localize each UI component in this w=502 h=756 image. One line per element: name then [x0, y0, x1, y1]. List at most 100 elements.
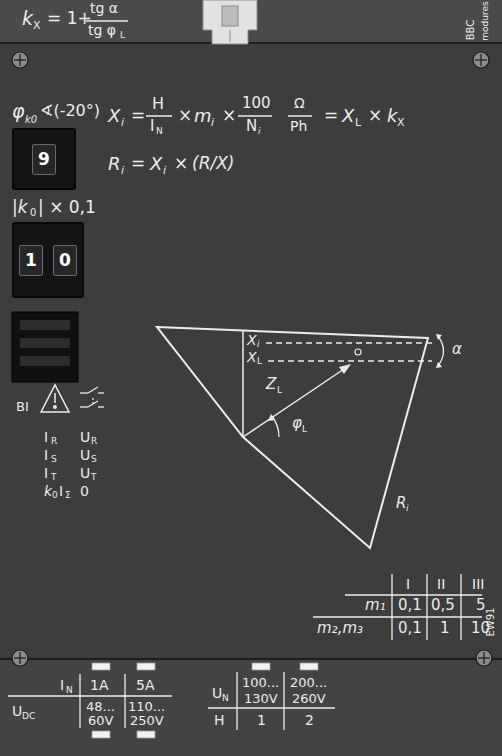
- formula-term: H: [152, 96, 164, 112]
- rotary-switch: 9: [12, 128, 76, 190]
- screw: [480, 54, 481, 66]
- terminal-label: 0: [52, 491, 58, 500]
- impedance-characteristic: [355, 349, 361, 355]
- formula-term: X: [108, 107, 120, 125]
- formula-term: i: [121, 165, 124, 176]
- terminal-label: R: [51, 437, 57, 446]
- terminal-block: [12, 312, 78, 382]
- rating-label: U: [212, 686, 222, 700]
- table-rule: [391, 574, 392, 640]
- terminal-label: U: [80, 448, 90, 462]
- front-panel: [0, 42, 502, 44]
- switch-label: 0: [30, 208, 36, 218]
- table-cell: I: [406, 577, 410, 591]
- plug-connector: [203, 0, 257, 44]
- terminal-label: R: [91, 437, 97, 446]
- diagram-label: φ: [292, 416, 302, 431]
- screw: [19, 652, 20, 664]
- table-rule: [313, 616, 482, 617]
- impedance-characteristic: [268, 414, 275, 421]
- formula-term: (R/X): [192, 155, 234, 172]
- terminal-label: T: [91, 473, 97, 482]
- formula-term: N: [246, 119, 257, 134]
- jumper: [92, 731, 110, 738]
- table-rule: [345, 594, 482, 595]
- terminal-label: I: [44, 430, 48, 444]
- jumper: [92, 663, 318, 738]
- formula-term: i: [211, 117, 214, 128]
- impedance-characteristic: [243, 369, 344, 437]
- contact-symbol: [88, 387, 98, 393]
- table-rule: [8, 695, 172, 696]
- fraction-bar: [86, 21, 312, 116]
- table-cell: 0,5: [431, 598, 455, 613]
- table-cell: 0,1: [398, 598, 422, 613]
- formula-term: k: [22, 9, 33, 28]
- rating-label: DC: [22, 712, 35, 721]
- screw: [19, 54, 20, 66]
- rating-label: U: [12, 704, 22, 718]
- rating-label: 250V: [130, 714, 164, 727]
- jumper: [300, 663, 318, 670]
- formula-term: =: [324, 107, 338, 124]
- table-cell: m₁: [365, 598, 386, 613]
- table-cell: III: [472, 577, 484, 591]
- table-cell: 5: [476, 598, 486, 613]
- impedance-characteristic: [268, 360, 432, 361]
- table-cell: II: [437, 577, 445, 591]
- fraction-bar: [86, 20, 128, 22]
- front-panel: [0, 660, 502, 756]
- contact-symbol: [98, 392, 104, 393]
- formula-term: X: [397, 117, 405, 128]
- rating-label: I: [60, 678, 64, 692]
- impedance-characteristic: [436, 334, 442, 340]
- table-rule: [460, 574, 461, 640]
- switch-label: ∢(-20°): [40, 103, 100, 119]
- terminal-label: U: [80, 466, 90, 480]
- formula-term: I: [150, 119, 154, 134]
- terminal-label: 0: [80, 484, 89, 498]
- formula-term: L: [355, 117, 361, 128]
- terminal-block: [20, 338, 70, 348]
- screw: [483, 652, 484, 664]
- terminal-block: [20, 320, 70, 330]
- contact-symbol: [80, 387, 104, 407]
- switch-digit: 1: [19, 245, 43, 276]
- impedance-characteristic: [242, 331, 244, 437]
- rating-label: 100...: [242, 676, 279, 689]
- formula-term: X: [342, 107, 354, 125]
- terminal-label: BI: [16, 400, 29, 413]
- impedance-characteristic: [436, 362, 442, 368]
- rating-label: 200...: [290, 676, 327, 689]
- front-panel: [0, 0, 502, 43]
- table-rule: [79, 674, 80, 728]
- brand-text: BBC: [466, 20, 476, 41]
- jumper: [92, 663, 110, 670]
- rotary-switch: 10: [12, 222, 84, 298]
- table-rule: [426, 574, 427, 640]
- front-panel: [0, 658, 502, 660]
- formula-term: Ph: [290, 119, 307, 133]
- diagram-label: α: [452, 342, 462, 357]
- plug-connector: [222, 6, 238, 26]
- terminal-label: I: [44, 448, 48, 462]
- diagram-label: L: [257, 357, 262, 366]
- contact-symbol: [98, 406, 104, 407]
- switch-label: φ: [12, 102, 25, 121]
- brand-text: modures: [481, 1, 490, 40]
- screw: [12, 52, 28, 68]
- rating-label: 130V: [244, 692, 278, 705]
- table-cell: 0,1: [398, 621, 422, 636]
- formula-term: = 1+: [47, 10, 92, 27]
- table-cell: m₂,m₃: [317, 621, 363, 636]
- formula-term: R: [108, 155, 121, 173]
- formula-term: tg φ: [88, 23, 116, 37]
- fraction-bar: [288, 115, 312, 117]
- diagram-label: Z: [266, 377, 276, 392]
- screw: [12, 52, 492, 666]
- diagram-label: i: [257, 340, 260, 349]
- terminal-label: I: [59, 484, 63, 498]
- formula-term: =: [131, 155, 145, 172]
- contact-symbol: [80, 392, 88, 393]
